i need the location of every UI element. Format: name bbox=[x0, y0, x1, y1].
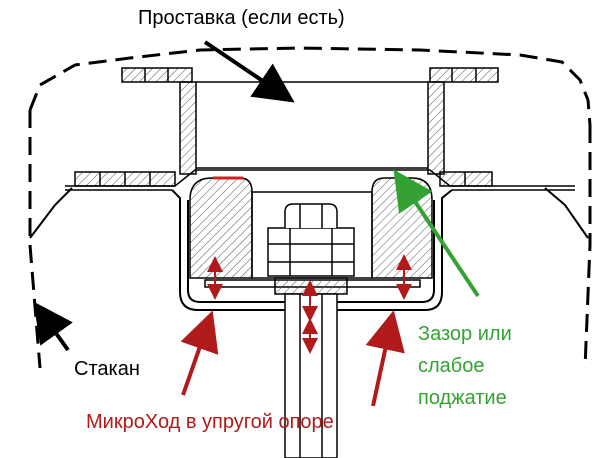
spacer-label: Проставка (если есть) bbox=[138, 7, 345, 29]
pointer-arrow-icon bbox=[180, 310, 219, 396]
gap-label-line-1: Зазор или bbox=[418, 323, 512, 345]
micro-travel-label: МикроХод в упругой опоре bbox=[86, 411, 334, 433]
spacer-tube bbox=[179, 81, 445, 175]
cup-label: Стакан bbox=[74, 358, 140, 380]
mounting-plate bbox=[65, 169, 575, 191]
pointer-arrow-icon bbox=[203, 40, 295, 103]
spacer-top-flange bbox=[121, 67, 499, 83]
pointer-arrow-icon bbox=[33, 301, 73, 352]
rubber-elements bbox=[189, 177, 433, 279]
micro-travel-arrows bbox=[207, 254, 412, 354]
pointer-arrow-icon bbox=[393, 169, 480, 298]
gap-label-line-3: поджатие bbox=[418, 387, 507, 409]
hex-nut bbox=[267, 203, 355, 277]
gap-label-line-2: слабое bbox=[418, 355, 485, 377]
washer-plate bbox=[204, 277, 421, 295]
gap-label: Зазор или слабое поджатие bbox=[418, 318, 512, 414]
cup-inner-lines bbox=[29, 187, 589, 239]
pointer-arrow-icon bbox=[365, 310, 405, 407]
pointer-arrows bbox=[33, 40, 480, 407]
